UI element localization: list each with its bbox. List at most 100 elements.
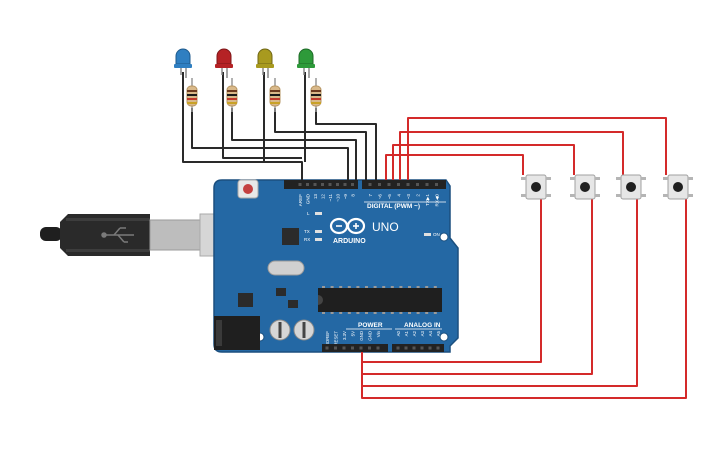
chip-pin (416, 286, 420, 288)
led-red[interactable] (215, 48, 233, 78)
wire-button-1-ground[interactable] (361, 198, 542, 363)
button-cap[interactable] (580, 182, 590, 192)
header-pin[interactable] (404, 346, 408, 350)
chip-pin (399, 312, 403, 314)
wire-button-1-signal[interactable] (385, 154, 524, 180)
usb-chip (282, 228, 299, 245)
pin-label: ~5 (387, 194, 392, 200)
resistor-red[interactable] (226, 78, 238, 112)
header-pin[interactable] (376, 346, 380, 350)
pin-label: IOREF (325, 331, 330, 345)
mount-hole (439, 332, 449, 342)
push-button-1[interactable] (521, 174, 551, 200)
pin-label: AREF (298, 194, 303, 206)
pin-label: GND (368, 331, 373, 341)
header-pin[interactable] (428, 346, 432, 350)
header-pin[interactable] (342, 346, 346, 350)
wire-resistor-red[interactable] (231, 108, 357, 180)
header-pin[interactable] (416, 183, 419, 186)
header-pin[interactable] (406, 183, 410, 186)
resistor-blue[interactable] (186, 78, 198, 112)
pin-label: 7 (368, 194, 373, 197)
pin-label: ~9 (343, 194, 348, 200)
header-pin[interactable] (306, 183, 309, 186)
chip-pin (347, 312, 351, 314)
header-pin[interactable] (298, 183, 302, 186)
led-green[interactable] (297, 48, 315, 78)
pin-label: 2 (416, 194, 421, 197)
header-pin[interactable] (387, 183, 391, 186)
header-pin[interactable] (328, 183, 332, 186)
led-blue[interactable] (174, 48, 192, 78)
model-label: UNO (372, 220, 399, 234)
wire-button-2-signal[interactable] (392, 144, 575, 180)
wire-resistor-green[interactable] (315, 108, 377, 180)
header-pin[interactable] (368, 183, 372, 186)
pin-label: 13 (313, 194, 318, 200)
button-cap[interactable] (673, 182, 683, 192)
header-pin[interactable] (436, 346, 440, 350)
chip-pin (330, 286, 334, 288)
header-pin[interactable] (397, 183, 400, 186)
pin-label: TX▶1 (425, 194, 430, 206)
wire-button-4-ground[interactable] (361, 198, 687, 399)
header-pin[interactable] (412, 346, 416, 350)
push-buttons (521, 174, 693, 200)
header-pin[interactable] (368, 346, 371, 350)
header-pin[interactable] (435, 183, 438, 186)
header-pin[interactable] (420, 346, 424, 350)
resistor-green[interactable] (310, 78, 322, 112)
wire-button-4-signal[interactable] (407, 117, 667, 180)
header-pin[interactable] (336, 183, 339, 186)
header-pin[interactable] (351, 183, 354, 186)
header-pin[interactable] (325, 346, 329, 350)
pin-label: A0 (396, 330, 401, 336)
push-button-3[interactable] (616, 174, 646, 200)
push-button-4[interactable] (663, 174, 693, 200)
chip-pin (433, 312, 437, 314)
header-pin[interactable] (359, 346, 363, 350)
led-yellow[interactable] (256, 48, 274, 78)
wire-button-2-ground[interactable] (361, 198, 593, 375)
wire-resistor-yellow[interactable] (274, 108, 367, 180)
power-header (322, 344, 444, 352)
svg-text:L: L (307, 211, 310, 216)
chip-pin (339, 286, 343, 288)
header-pin[interactable] (351, 346, 354, 350)
wire-button-3-signal[interactable] (399, 131, 624, 180)
chip-pin (330, 312, 334, 314)
header-pin[interactable] (378, 183, 381, 186)
chip-pin (390, 286, 394, 288)
header-pin[interactable] (334, 346, 337, 350)
pin-label: GND (359, 331, 364, 341)
digital-label: DIGITAL (PWM ~) (367, 203, 420, 210)
header-pin[interactable] (396, 346, 400, 350)
button-cap[interactable] (531, 182, 541, 192)
led-on-indicator (424, 233, 431, 236)
chip-pin (425, 286, 429, 288)
reset-button-cap[interactable] (243, 184, 253, 194)
wire-resistor-blue[interactable] (191, 108, 349, 180)
header-pin[interactable] (313, 183, 317, 186)
header-pin[interactable] (343, 183, 347, 186)
header-pin[interactable] (321, 183, 324, 186)
header-pin[interactable] (425, 183, 429, 186)
pin-label: A4 (428, 330, 433, 336)
wire-led-blue[interactable] (182, 72, 303, 180)
pin-label: A2 (412, 330, 417, 336)
chip-pin (433, 286, 437, 288)
button-cap[interactable] (626, 182, 636, 192)
chip-pin (373, 286, 377, 288)
chip-pin (347, 286, 351, 288)
wire-button-3-ground[interactable] (361, 198, 638, 387)
chip-pin (399, 286, 403, 288)
wire-led-red-gnd[interactable] (222, 72, 302, 159)
resistor-yellow[interactable] (269, 78, 281, 112)
chip-pin (322, 312, 325, 314)
pin-label: 8 (351, 194, 356, 197)
push-button-2[interactable] (570, 174, 600, 200)
